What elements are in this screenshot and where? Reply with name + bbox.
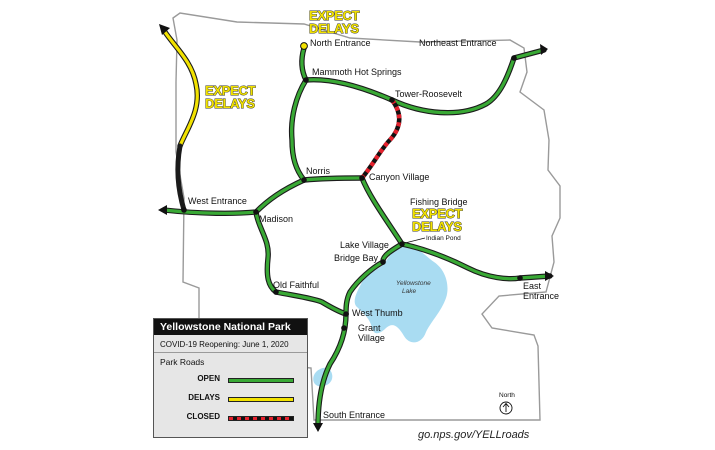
- dot-east-entrance: [517, 275, 523, 281]
- label-old-faithful: Old Faithful: [273, 280, 319, 290]
- northwest-arrow: [159, 24, 170, 35]
- dot-mammoth: [303, 77, 309, 83]
- legend-swatch-closed: [228, 416, 294, 421]
- west-arrow: [158, 205, 167, 215]
- label-fishing-bridge: Fishing Bridge: [410, 197, 468, 207]
- label-tower: Tower-Roosevelt: [395, 89, 463, 99]
- delay-notice-north-2: DELAYS: [309, 21, 359, 36]
- closed-roads: [360, 98, 402, 180]
- label-canyon: Canyon Village: [369, 172, 429, 182]
- delay-roads: [162, 29, 200, 213]
- junction-dots: [181, 42, 523, 429]
- legend-title: Yellowstone National Park: [154, 319, 307, 335]
- dot-northeast: [511, 55, 517, 61]
- legend-row-closed: CLOSED: [154, 408, 307, 427]
- dot-old-faithful: [273, 289, 279, 295]
- delay-notice-north-1: EXPECT: [309, 8, 360, 23]
- dot-north-entrance: [300, 42, 308, 50]
- delay-notice-east-1: EXPECT: [412, 206, 463, 221]
- dot-norris: [301, 177, 307, 183]
- legend-label-delays: DELAYS: [188, 393, 220, 402]
- label-mammoth: Mammoth Hot Springs: [312, 67, 402, 77]
- lake-label-1: Yellowstone: [396, 280, 431, 287]
- label-north-entrance: North Entrance: [310, 38, 371, 48]
- northeast-arrow: [540, 44, 548, 55]
- dot-west-entrance: [181, 207, 187, 213]
- open-roads: [161, 45, 553, 429]
- lake-label-2: Lake: [402, 288, 416, 295]
- label-west-thumb: West Thumb: [352, 308, 403, 318]
- dot-bridge-bay: [380, 259, 386, 265]
- dot-madison: [253, 209, 259, 215]
- indian-pond-leader: [404, 237, 426, 244]
- label-grant-2: Village: [358, 333, 385, 343]
- label-east-entrance-2: Entrance: [523, 291, 559, 301]
- delay-notice-east-2: DELAYS: [412, 219, 462, 234]
- label-east-entrance-1: East: [523, 281, 542, 291]
- legend-label-closed: CLOSED: [186, 412, 220, 421]
- dot-canyon: [359, 175, 365, 181]
- legend-row-delays: DELAYS: [154, 389, 307, 408]
- label-south-entrance: South Entrance: [323, 410, 385, 420]
- delay-notice-west-1: EXPECT: [205, 83, 256, 98]
- legend-label-open: OPEN: [197, 374, 220, 383]
- label-norris: Norris: [306, 166, 330, 176]
- label-lake-village: Lake Village: [340, 240, 389, 250]
- dot-grant: [341, 325, 347, 331]
- label-madison: Madison: [259, 214, 293, 224]
- dot-tower: [389, 97, 395, 103]
- label-indian-pond: Indian Pond: [426, 235, 461, 242]
- legend-row-open: OPEN: [154, 370, 307, 389]
- label-grant-1: Grant: [358, 323, 381, 333]
- north-arrow: North: [499, 392, 515, 415]
- roads-url: go.nps.gov/YELLroads: [418, 429, 530, 441]
- east-arrow: [545, 271, 554, 281]
- delay-notices: EXPECT DELAYS EXPECT DELAYS EXPECT DELAY…: [205, 8, 464, 235]
- label-northeast-entrance: Northeast Entrance: [419, 38, 497, 48]
- place-labels: North Entrance Northeast Entrance Mammot…: [188, 38, 559, 420]
- legend-box: Yellowstone National Park COVID-19 Reope…: [153, 318, 308, 438]
- legend-swatch-delays: [228, 397, 294, 402]
- dot-fishing-bridge: [399, 241, 405, 247]
- yellowstone-lake: [354, 244, 448, 343]
- legend-heading: Park Roads: [160, 357, 205, 367]
- label-west-entrance: West Entrance: [188, 196, 247, 206]
- legend-swatch-open: [228, 378, 294, 383]
- legend-reopening: COVID-19 Reopening: June 1, 2020: [154, 335, 307, 353]
- north-label: North: [499, 392, 515, 399]
- delay-notice-west-2: DELAYS: [205, 96, 255, 111]
- label-bridge-bay: Bridge Bay: [334, 253, 379, 263]
- north-arrow-icon: [502, 402, 510, 412]
- dot-south-entrance: [315, 423, 321, 429]
- dot-west-thumb: [343, 311, 349, 317]
